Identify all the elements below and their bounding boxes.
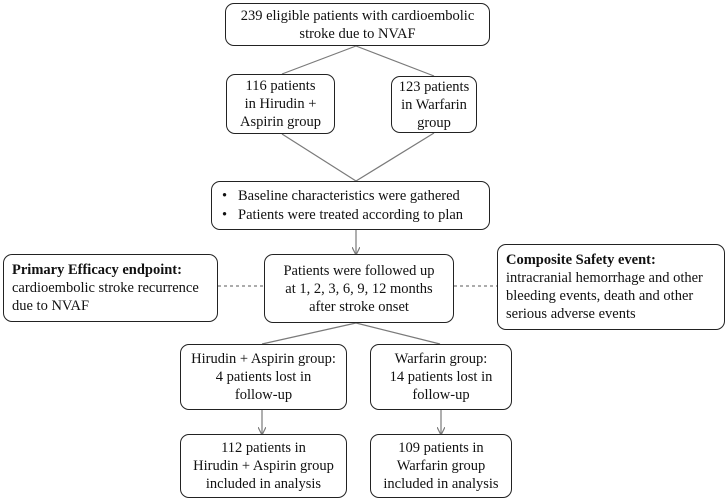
warfarin-analysis-line-1: 109 patients in [398,440,484,456]
safety-event-line-1: intracranial hemorrhage and other [506,270,703,286]
primary-endpoint-title: Primary Efficacy endpoint: [12,262,182,278]
primary-endpoint-line-1: cardioembolic stroke recurrence [12,280,199,296]
followup-line-2: at 1, 2, 3, 6, 9, 12 months [285,280,433,297]
warfarin-group-line-1: 123 patients [398,78,470,95]
connector-hirudin-to-treatment [281,133,357,182]
followup-box: Patients were followed up at 1, 2, 3, 6,… [264,254,454,323]
connector-followup-to-lost-warfarin [355,322,441,345]
warfarin-group-box: 123 patients in Warfarin group [391,76,477,133]
warfarin-group-line-3: group [417,114,451,131]
hirudin-analysis-line-1: 112 patients in [221,440,306,456]
connector-eligible-to-warfarin [355,45,435,77]
treatment-bullet-list: Baseline characteristics were gathered P… [220,187,463,225]
followup-line-1: Patients were followed up [283,262,435,279]
treatment-bullet-2: Patients were treated according to plan [220,206,463,225]
connector-followup-to-lost-hirudin [261,322,357,345]
followup-line-3: after stroke onset [309,298,409,315]
hirudin-group-line-3: Aspirin group [240,114,321,130]
warfarin-lost-line-3: follow-up [412,387,470,403]
eligible-line-1: 239 eligible patients with cardioembolic [240,7,475,24]
warfarin-group-line-2: in Warfarin [401,96,467,113]
composite-safety-event-box: Composite Safety event: intracranial hem… [497,244,725,330]
hirudin-analysis-line-2: Hirudin + Aspirin group [193,458,334,474]
hirudin-group-box: 116 patients in Hirudin + Aspirin group [226,74,335,134]
primary-endpoint-line-2: due to NVAF [12,298,90,314]
treatment-bullet-1: Baseline characteristics were gathered [220,187,463,206]
warfarin-analysis-line-3: included in analysis [383,476,499,492]
connector-eligible-to-hirudin [281,45,357,75]
safety-event-title: Composite Safety event: [506,252,656,268]
treatment-box: Baseline characteristics were gathered P… [211,181,490,230]
hirudin-group-line-2: in Hirudin + [244,96,317,112]
warfarin-analysis-line-2: Warfarin group [396,458,486,474]
hirudin-lost-line-2: 4 patients lost in [215,369,312,385]
hirudin-analysis-line-3: included in analysis [205,476,322,492]
warfarin-lost-followup-box: Warfarin group: 14 patients lost in foll… [370,344,512,410]
safety-event-line-2: bleeding events, death and other [506,288,694,304]
hirudin-analysis-box: 112 patients in Hirudin + Aspirin group … [180,434,347,498]
hirudin-lost-line-1: Hirudin + Aspirin group: [191,351,336,367]
hirudin-group-line-1: 116 patients [245,78,316,94]
safety-event-line-3: serious adverse events [506,306,636,322]
warfarin-lost-line-2: 14 patients lost in [389,369,493,385]
hirudin-lost-followup-box: Hirudin + Aspirin group: 4 patients lost… [180,344,347,410]
warfarin-analysis-box: 109 patients in Warfarin group included … [370,434,512,498]
eligible-patients-box: 239 eligible patients with cardioembolic… [225,3,490,46]
connector-warfarin-to-treatment [355,132,435,182]
eligible-line-2: stroke due to NVAF [299,25,416,42]
primary-efficacy-endpoint-box: Primary Efficacy endpoint: cardioembolic… [3,254,218,322]
warfarin-lost-line-1: Warfarin group: [394,351,488,367]
hirudin-lost-line-3: follow-up [234,387,293,403]
